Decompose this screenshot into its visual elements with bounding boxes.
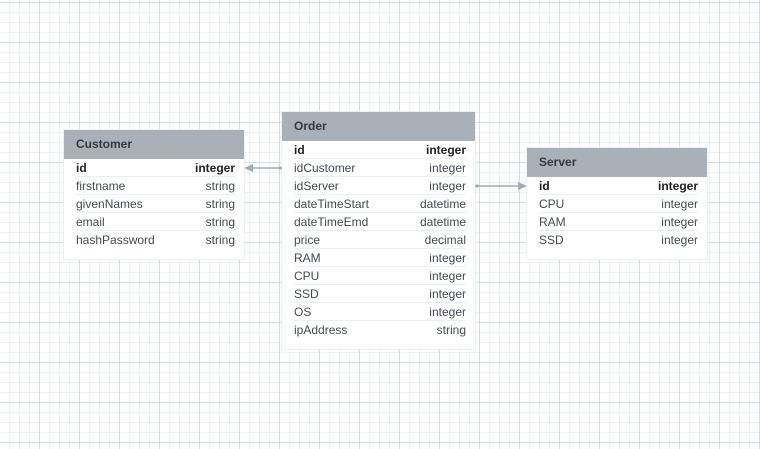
field-name: SSD (294, 286, 319, 301)
field-row-ipaddress[interactable]: ipAddress string (294, 321, 466, 339)
field-type: string (205, 233, 235, 247)
field-name: firstname (76, 178, 126, 193)
field-name: dateTimeEmd (294, 214, 369, 229)
field-name: ipAddress (294, 323, 348, 337)
field-row-os[interactable]: OS integer (294, 303, 466, 321)
arrowhead-icon (518, 182, 527, 190)
field-row-idcustomer[interactable]: idCustomer integer (294, 159, 466, 177)
field-name: id (539, 178, 550, 193)
field-type: integer (661, 196, 698, 211)
field-type: integer (661, 233, 698, 247)
field-row-givennames[interactable]: givenNames string (76, 195, 235, 213)
field-row-id[interactable]: id integer (76, 159, 235, 177)
field-type: string (436, 323, 466, 337)
field-type: datetime (419, 214, 466, 229)
entity-title[interactable]: Order (282, 112, 475, 141)
field-row-ram[interactable]: RAM integer (294, 249, 466, 267)
field-name: givenNames (76, 196, 143, 211)
field-row-ssd[interactable]: SSD integer (539, 231, 698, 249)
field-type: integer (661, 214, 698, 229)
field-name: CPU (294, 268, 320, 283)
relation-order-server[interactable] (475, 182, 527, 190)
field-type: string (205, 214, 235, 229)
field-name: RAM (294, 250, 321, 265)
field-name: RAM (539, 214, 566, 229)
field-name: idServer (294, 178, 339, 193)
field-name: email (76, 214, 105, 229)
field-name: hashPassword (76, 233, 155, 247)
entity-order[interactable]: Order id integer idCustomer integer idServ… (282, 112, 475, 349)
field-row-email[interactable]: email string (76, 213, 235, 231)
field-type: integer (429, 268, 466, 283)
field-name: OS (294, 304, 312, 319)
field-type: datetime (419, 196, 466, 211)
field-type: integer (429, 304, 466, 319)
field-row-datetimestart[interactable]: dateTimeStart datetime (294, 195, 466, 213)
field-row-id[interactable]: id integer (539, 177, 698, 195)
field-row-ram[interactable]: RAM integer (539, 213, 698, 231)
field-row-ssd[interactable]: SSD integer (294, 285, 466, 303)
field-type: integer (429, 178, 466, 193)
entity-title[interactable]: Server (527, 148, 707, 177)
field-row-cpu[interactable]: CPU integer (294, 267, 466, 285)
field-type: integer (657, 178, 698, 193)
field-row-cpu[interactable]: CPU integer (539, 195, 698, 213)
field-name: SSD (539, 233, 564, 247)
arrowhead-icon (244, 164, 253, 172)
entity-title[interactable]: Customer (64, 130, 244, 159)
field-name: price (294, 232, 321, 247)
field-row-idserver[interactable]: idServer integer (294, 177, 466, 195)
field-type: decimal (424, 232, 466, 247)
field-type: string (205, 196, 235, 211)
field-type: integer (194, 160, 235, 175)
field-row-hashpassword[interactable]: hashPassword string (76, 231, 235, 249)
field-type: string (205, 178, 235, 193)
field-row-price[interactable]: price decimal (294, 231, 466, 249)
entity-customer[interactable]: Customer id integer firstname string given… (64, 130, 244, 259)
field-name: idCustomer (294, 160, 356, 175)
field-row-firstname[interactable]: firstname string (76, 177, 235, 195)
field-type: integer (429, 250, 466, 265)
field-row-id[interactable]: id integer (294, 141, 466, 159)
relation-order-customer[interactable] (244, 164, 282, 172)
field-name: id (294, 142, 305, 157)
field-row-datetimeemd[interactable]: dateTimeEmd datetime (294, 213, 466, 231)
field-type: integer (429, 160, 466, 175)
field-name: dateTimeStart (294, 196, 369, 211)
field-type: integer (425, 142, 466, 157)
connector-dot (475, 184, 479, 188)
entity-server[interactable]: Server id integer CPU integer RAM integer S… (527, 148, 707, 259)
field-type: integer (429, 286, 466, 301)
field-name: id (76, 160, 87, 175)
field-name: CPU (539, 196, 565, 211)
